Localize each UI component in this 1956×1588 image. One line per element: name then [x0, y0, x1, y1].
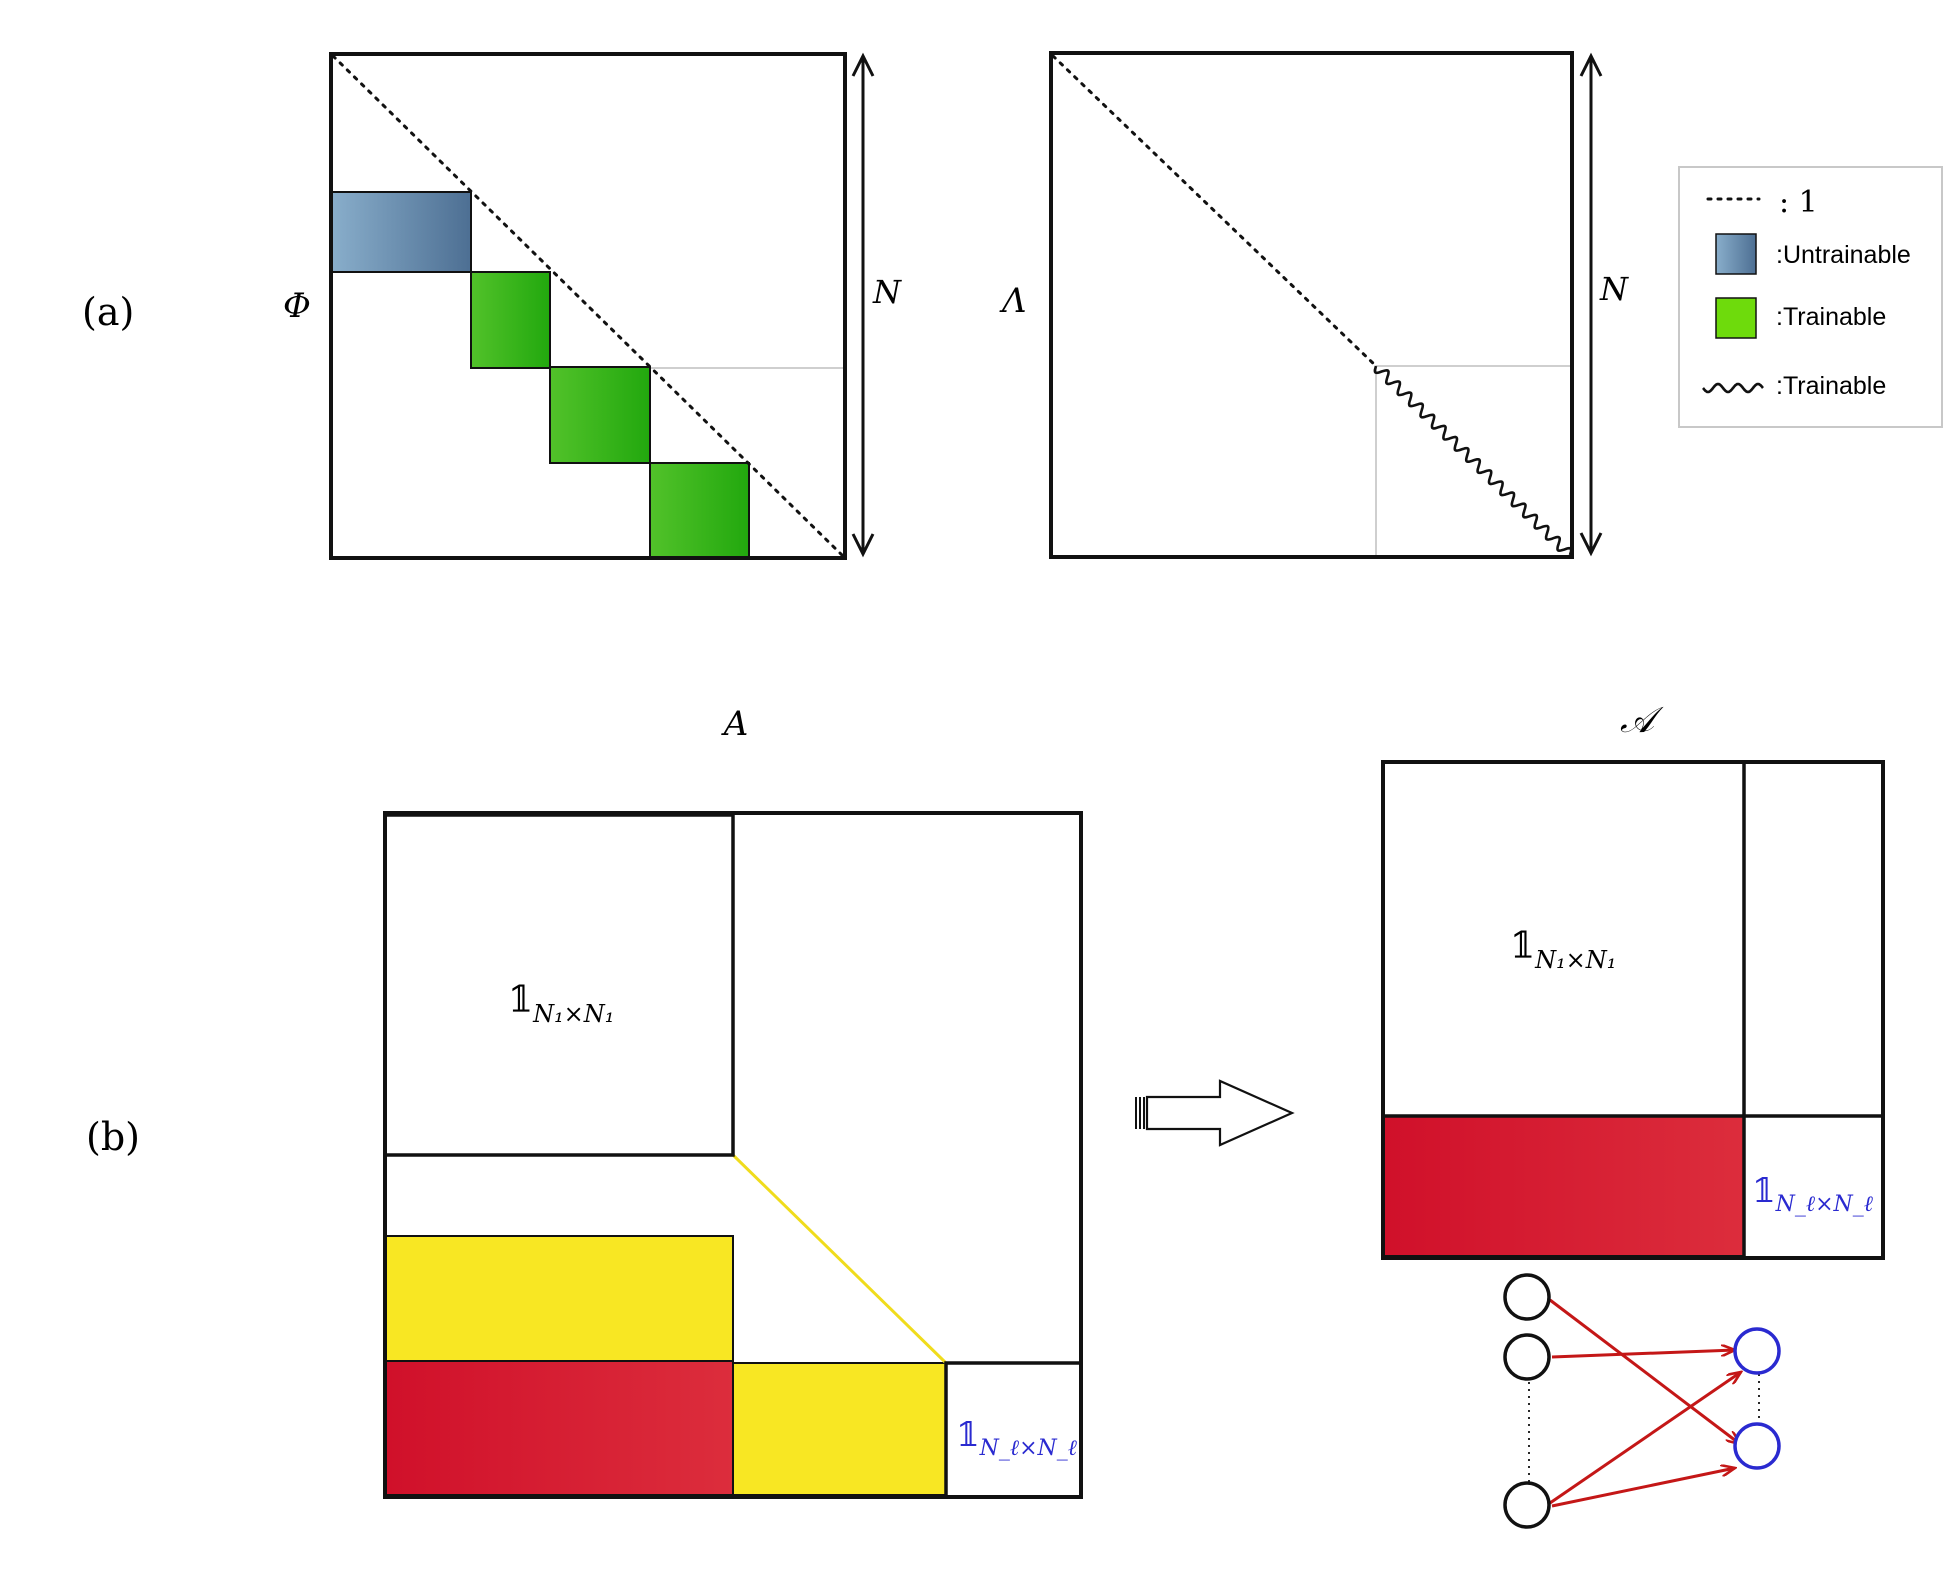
graph-edge-3: [1549, 1372, 1741, 1505]
matrix-calA-label: 𝒜: [1620, 700, 1664, 741]
legend-box: [1678, 166, 1943, 428]
calA-identity-subscript-n1: N₁×N₁: [1534, 946, 1616, 974]
matrix-A-yellow-diagonal: [731, 1153, 948, 1365]
lambda-matrix-border: [1049, 51, 1574, 559]
matrix-A-identity-nl: 𝟙N_ℓ×N_ℓ: [956, 1415, 1078, 1461]
panel-a-label: (a): [82, 290, 134, 334]
matrix-calA-red-block: [1382, 1115, 1745, 1257]
graph-node-left-1: [1503, 1273, 1551, 1321]
graph-edge-4: [1551, 1468, 1735, 1508]
bipartite-graph: [1503, 1273, 1781, 1529]
calA-identity-symbol: 𝟙: [1510, 926, 1535, 967]
matrix-A-red-block: [384, 1360, 734, 1496]
legend-trainable-wave-label: :Trainable: [1776, 372, 1886, 400]
dim-label-left: N: [872, 273, 902, 311]
lambda-matrix: [1049, 51, 1574, 559]
matrix-A-yellow-block-1: [384, 1235, 734, 1362]
phi-matrix: [329, 52, 847, 560]
legend-dotted-label: : 1: [1779, 185, 1818, 220]
panel-b-label: (b): [86, 1115, 140, 1159]
dim-label-right: N: [1599, 270, 1629, 308]
matrix-A-identity-l-block: [944, 1361, 1083, 1499]
calA-identity-symbol-l: 𝟙: [1752, 1171, 1776, 1211]
matrix-A-border: [383, 811, 1083, 1499]
matrix-A-identity-block: [383, 813, 735, 1157]
matrix-calA-identity-block: [1381, 760, 1746, 1118]
graph-node-right-2: [1733, 1422, 1781, 1470]
phi-label: Φ: [283, 286, 311, 326]
matrix-A-label: A: [721, 704, 749, 744]
graph-node-right-1: [1733, 1327, 1781, 1375]
matrix-calA-identity-nl: 𝟙N_ℓ×N_ℓ: [1752, 1171, 1874, 1217]
dimension-arrow-left: [851, 52, 875, 558]
transform-arrow-icon: [1135, 1079, 1295, 1147]
phi-untrainable-block: [330, 191, 472, 273]
graph-node-left-3: [1503, 1481, 1551, 1529]
matrix-calA: [1381, 760, 1885, 1260]
dimension-arrow-right: [1579, 52, 1603, 557]
matrix-A-identity-n1: 𝟙N₁×N₁: [508, 980, 614, 1028]
matrix-A: [383, 811, 1083, 1499]
legend: : 1 :Untrainable :Trainable :Trainable: [1678, 166, 1943, 428]
phi-matrix-border: [329, 52, 847, 560]
matrix-A-yellow-block-2: [732, 1362, 947, 1496]
lambda-identity-diagonal: [1051, 54, 1378, 368]
identity-subscript-nl: N_ℓ×N_ℓ: [979, 1436, 1078, 1461]
matrix-calA-identity-n1: 𝟙N₁×N₁: [1510, 926, 1616, 974]
legend-wave-icon: [1702, 382, 1764, 394]
lambda-label: Λ: [999, 281, 1027, 321]
lambda-trainable-wave: [1373, 365, 1573, 556]
phi-identity-diagonal: [331, 54, 845, 558]
identity-symbol: 𝟙: [508, 980, 533, 1021]
calA-identity-subscript-nl: N_ℓ×N_ℓ: [1775, 1192, 1874, 1217]
graph-edge-1: [1549, 1298, 1740, 1444]
matrix-calA-border: [1381, 760, 1885, 1260]
legend-trainable-swatch: [1715, 297, 1757, 339]
graph-node-left-2: [1503, 1333, 1551, 1381]
legend-untrainable-swatch: [1715, 233, 1757, 275]
identity-subscript-n1: N₁×N₁: [532, 1000, 614, 1028]
identity-symbol-l: 𝟙: [956, 1415, 980, 1455]
phi-trainable-block-1: [470, 271, 551, 369]
phi-trainable-block-2: [549, 366, 651, 464]
phi-trainable-block-3: [649, 462, 750, 559]
graph-edge-2: [1551, 1350, 1735, 1359]
legend-trainable-block-label: :Trainable: [1776, 303, 1886, 331]
legend-untrainable-label: :Untrainable: [1776, 241, 1911, 269]
